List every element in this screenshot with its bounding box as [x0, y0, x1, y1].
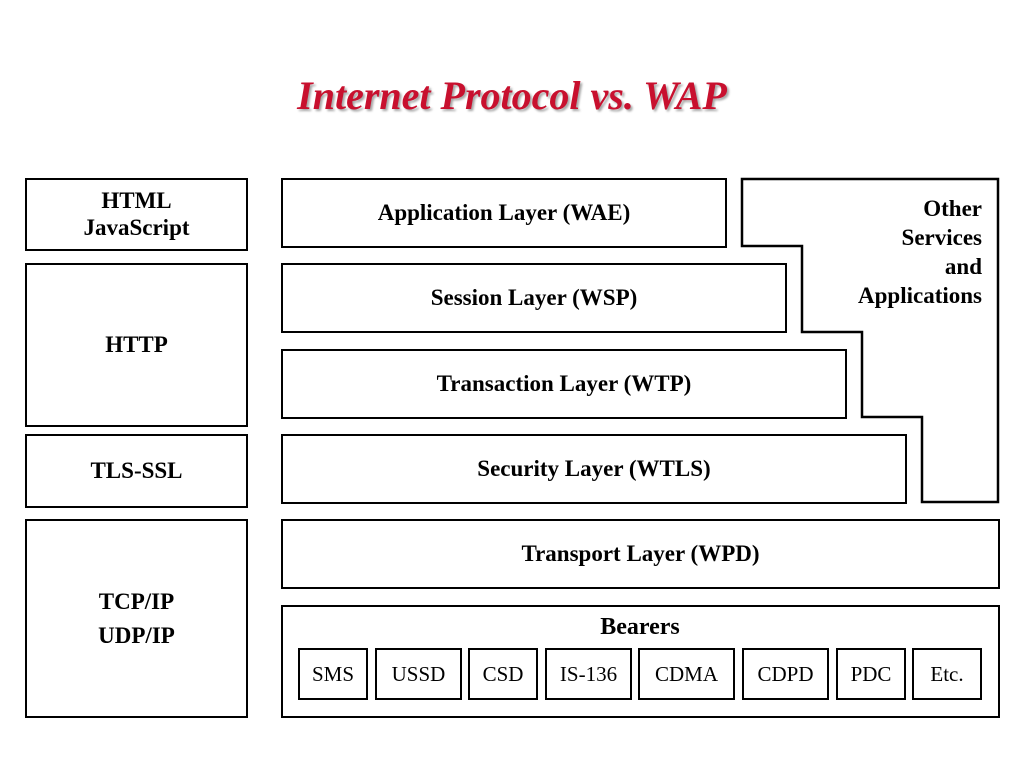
transport-layer-box: Transport Layer (WPD): [281, 519, 1000, 589]
other-line-1: Other: [923, 196, 982, 221]
html-javascript-box: HTML JavaScript: [25, 178, 248, 251]
other-line-3: and: [944, 254, 982, 279]
security-layer-label: Security Layer (WTLS): [477, 455, 711, 481]
transaction-layer-box: Transaction Layer (WTP): [281, 349, 847, 419]
html-label: HTML: [101, 188, 172, 214]
bearer-cdma: CDMA: [638, 648, 735, 700]
udp-ip-label: UDP/IP: [98, 622, 175, 648]
bearer-etc: Etc.: [912, 648, 982, 700]
bearer-pdc: PDC: [836, 648, 906, 700]
session-layer-box: Session Layer (WSP): [281, 263, 787, 333]
security-layer-box: Security Layer (WTLS): [281, 434, 907, 504]
other-line-4: Applications: [858, 283, 982, 308]
tls-ssl-label: TLS-SSL: [90, 457, 183, 483]
other-line-2: Services: [901, 225, 982, 250]
javascript-label: JavaScript: [83, 214, 190, 240]
transaction-layer-label: Transaction Layer (WTP): [436, 370, 692, 396]
bearer-cdpd: CDPD: [742, 648, 829, 700]
tcp-udp-box: TCP/IP UDP/IP: [25, 519, 248, 718]
application-layer-label: Application Layer (WAE): [377, 199, 631, 225]
bearer-csd: CSD: [468, 648, 538, 700]
transport-layer-label: Transport Layer (WPD): [521, 540, 760, 566]
slide-title: Internet Protocol vs. WAP: [297, 73, 727, 118]
application-layer-box: Application Layer (WAE): [281, 178, 727, 248]
http-label: HTTP: [105, 331, 168, 357]
session-layer-label: Session Layer (WSP): [430, 284, 638, 310]
bearer-is-136: IS-136: [545, 648, 632, 700]
bearer-ussd: USSD: [375, 648, 462, 700]
bearers-title: Bearers: [600, 614, 680, 640]
other-services-label: Other Services and Applications: [800, 194, 982, 310]
bearer-sms: SMS: [298, 648, 368, 700]
tcp-ip-label: TCP/IP: [98, 588, 175, 614]
tls-ssl-box: TLS-SSL: [25, 434, 248, 508]
http-box: HTTP: [25, 263, 248, 427]
